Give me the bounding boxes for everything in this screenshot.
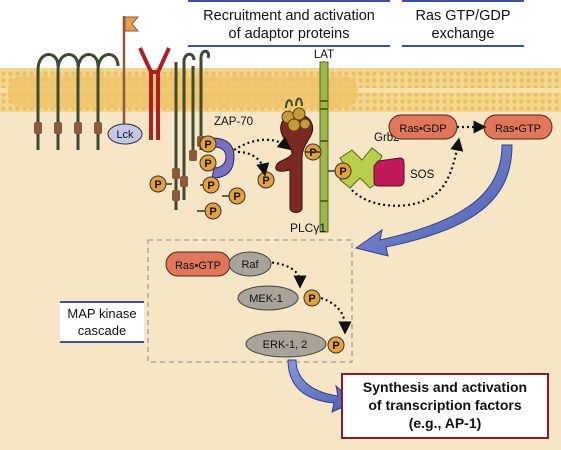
phosphate-mek1 xyxy=(303,289,321,307)
plc-label: PLCγ1 xyxy=(290,221,326,235)
lat-label: LAT xyxy=(314,49,334,61)
header-recruitment-line1: Recruitment and activation xyxy=(203,8,375,24)
svg-text:P: P xyxy=(204,139,211,151)
ras-gdp-label: Ras•GDP xyxy=(399,123,446,135)
blue-arrow-ras-to-cascade xyxy=(354,144,513,257)
plc-gamma1-head xyxy=(281,97,311,132)
map-kinase-region xyxy=(147,239,353,363)
svg-text:P: P xyxy=(233,191,240,203)
raf-label: Raf xyxy=(241,259,259,271)
zap70-label: ZAP-70 xyxy=(214,116,253,128)
phosphate-itam-3: P xyxy=(204,202,222,220)
phosphate-linkers xyxy=(166,151,335,212)
erk12-label: ERK-1, 2 xyxy=(263,339,308,351)
lat-protein xyxy=(319,61,329,233)
loop-receptors xyxy=(36,53,120,150)
erk12-kinase xyxy=(245,330,327,358)
sos-protein xyxy=(373,157,405,187)
phosphate-zap-2: P xyxy=(199,154,217,172)
phosphate-lat-grb2: P xyxy=(334,162,352,180)
ras-gtp-cytosol-label: Ras•GTP xyxy=(175,260,221,272)
phosphate-mek1-label: P xyxy=(308,293,315,305)
phosphate-erk12-label: P xyxy=(332,340,339,352)
tcr-complex xyxy=(174,49,211,210)
lck-kinase xyxy=(107,123,143,145)
outcome-line1: Synthesis and activation xyxy=(363,379,527,395)
svg-text:P: P xyxy=(204,158,211,170)
outcome-line2: of transcription factors xyxy=(368,397,521,413)
map-kinase-label: MAP kinase cascade xyxy=(60,301,144,343)
svg-text:P: P xyxy=(207,180,214,192)
header-recruitment: Recruitment and activation of adaptor pr… xyxy=(188,0,390,47)
svg-text:P: P xyxy=(309,147,316,159)
outcome-line3: (e.g., AP-1) xyxy=(409,415,482,431)
phosphate-zap-1: P xyxy=(199,135,217,153)
raf-kinase xyxy=(228,251,272,277)
loop-receptor-segments xyxy=(34,122,102,134)
phosphate-itam-2: P xyxy=(202,176,220,194)
phosphate-itam-4: P xyxy=(228,187,246,205)
phosphate-itam-1: P xyxy=(149,175,167,193)
lck-label: Lck xyxy=(116,129,134,141)
svg-text:P: P xyxy=(209,206,216,218)
header-ras-exchange: Ras GTP/GDP exchange xyxy=(402,0,524,47)
coreceptor xyxy=(138,47,171,140)
lat-bands xyxy=(320,100,328,202)
svg-text:P: P xyxy=(154,179,161,191)
svg-text:P: P xyxy=(262,175,269,187)
svg-text:P: P xyxy=(339,166,346,178)
header-recruitment-line2: of adaptor proteins xyxy=(229,26,350,42)
flag-shape xyxy=(124,16,140,32)
phosphate-zap-target: P xyxy=(257,171,275,189)
phosphate-groups: P P P P P P P P P xyxy=(149,135,352,220)
ras-gtp-membrane-label: Ras•GTP xyxy=(495,123,541,135)
mek1-label: MEK-1 xyxy=(249,293,283,305)
mek1-kinase xyxy=(237,285,299,311)
map-kinase-line2: cascade xyxy=(78,323,126,338)
sos-label: SOS xyxy=(410,169,435,181)
outcome-box: Synthesis and activation of transcriptio… xyxy=(341,373,549,439)
map-kinase-line1: MAP kinase xyxy=(67,306,136,321)
header-ras-line1: Ras GTP/GDP xyxy=(415,8,510,24)
header-ras-line2: exchange xyxy=(432,26,495,42)
phosphate-erk12 xyxy=(327,336,345,354)
